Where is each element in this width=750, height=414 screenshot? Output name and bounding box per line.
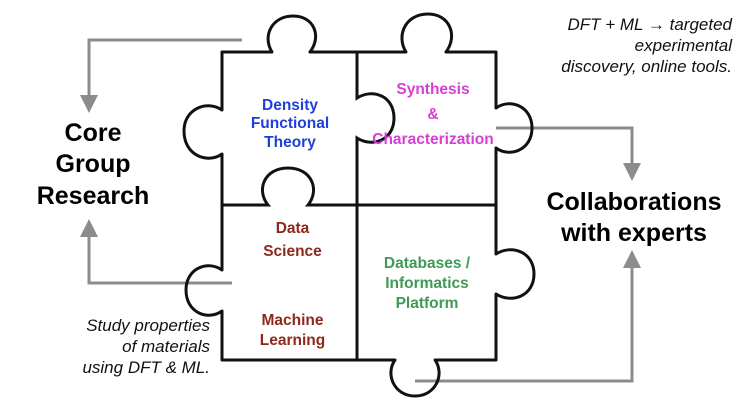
horizontal-seam bbox=[222, 166, 496, 207]
piece-label-line: Data bbox=[275, 220, 310, 237]
note-line: experimental bbox=[634, 36, 732, 56]
piece-label-line: Platform bbox=[395, 295, 459, 313]
note-line: using DFT & ML. bbox=[82, 358, 210, 378]
arrow-bottom-left bbox=[80, 219, 232, 285]
core-heading-line: Core bbox=[64, 119, 122, 147]
piece-machine-learning: Machine Learning bbox=[235, 311, 350, 351]
piece-label-line: Theory bbox=[264, 133, 316, 151]
puzzle-outline bbox=[182, 12, 536, 398]
core-group-research-heading: Core Group Research bbox=[18, 118, 168, 212]
piece-label-line: Science bbox=[263, 243, 322, 261]
vertical-seam bbox=[355, 52, 396, 360]
arrow-top-left bbox=[80, 38, 242, 113]
arrow-right-top bbox=[496, 126, 641, 181]
arrow-right-bottom bbox=[415, 250, 641, 383]
piece-label-line: Informatics bbox=[385, 275, 469, 293]
note-top-right: DFT + ML → targeted experimental discove… bbox=[561, 14, 732, 77]
core-heading-line: Group bbox=[55, 150, 131, 179]
piece-label-line: Functional bbox=[250, 115, 330, 133]
core-heading-line: Research bbox=[36, 181, 150, 210]
piece-label-line: Databases / bbox=[383, 255, 471, 272]
piece-density-functional-theory: Density Functional Theory bbox=[230, 97, 350, 152]
note-line: DFT + ML → targeted bbox=[567, 15, 732, 34]
piece-label-line: Characterization bbox=[372, 130, 494, 148]
piece-label-line: & bbox=[427, 105, 439, 123]
collaborations-heading: Collaborations with experts bbox=[530, 187, 738, 250]
note-line: Study properties bbox=[86, 316, 210, 335]
note-line: discovery, online tools. bbox=[561, 57, 732, 77]
collab-heading-line: with experts bbox=[561, 219, 707, 248]
piece-label-line: Machine bbox=[261, 312, 324, 329]
piece-data-science: Data Science bbox=[235, 217, 350, 264]
piece-label-line: Synthesis bbox=[396, 81, 470, 98]
piece-synthesis-characterization: Synthesis & Characterization bbox=[352, 78, 514, 152]
collab-heading-line: Collaborations bbox=[546, 188, 722, 216]
piece-databases-informatics: Databases / Informatics Platform bbox=[362, 254, 492, 314]
piece-label-line: Density bbox=[262, 97, 318, 114]
note-line: of materials bbox=[122, 337, 210, 357]
note-bottom-left: Study properties of materials using DFT … bbox=[10, 315, 210, 378]
piece-label-line: Learning bbox=[259, 332, 326, 350]
